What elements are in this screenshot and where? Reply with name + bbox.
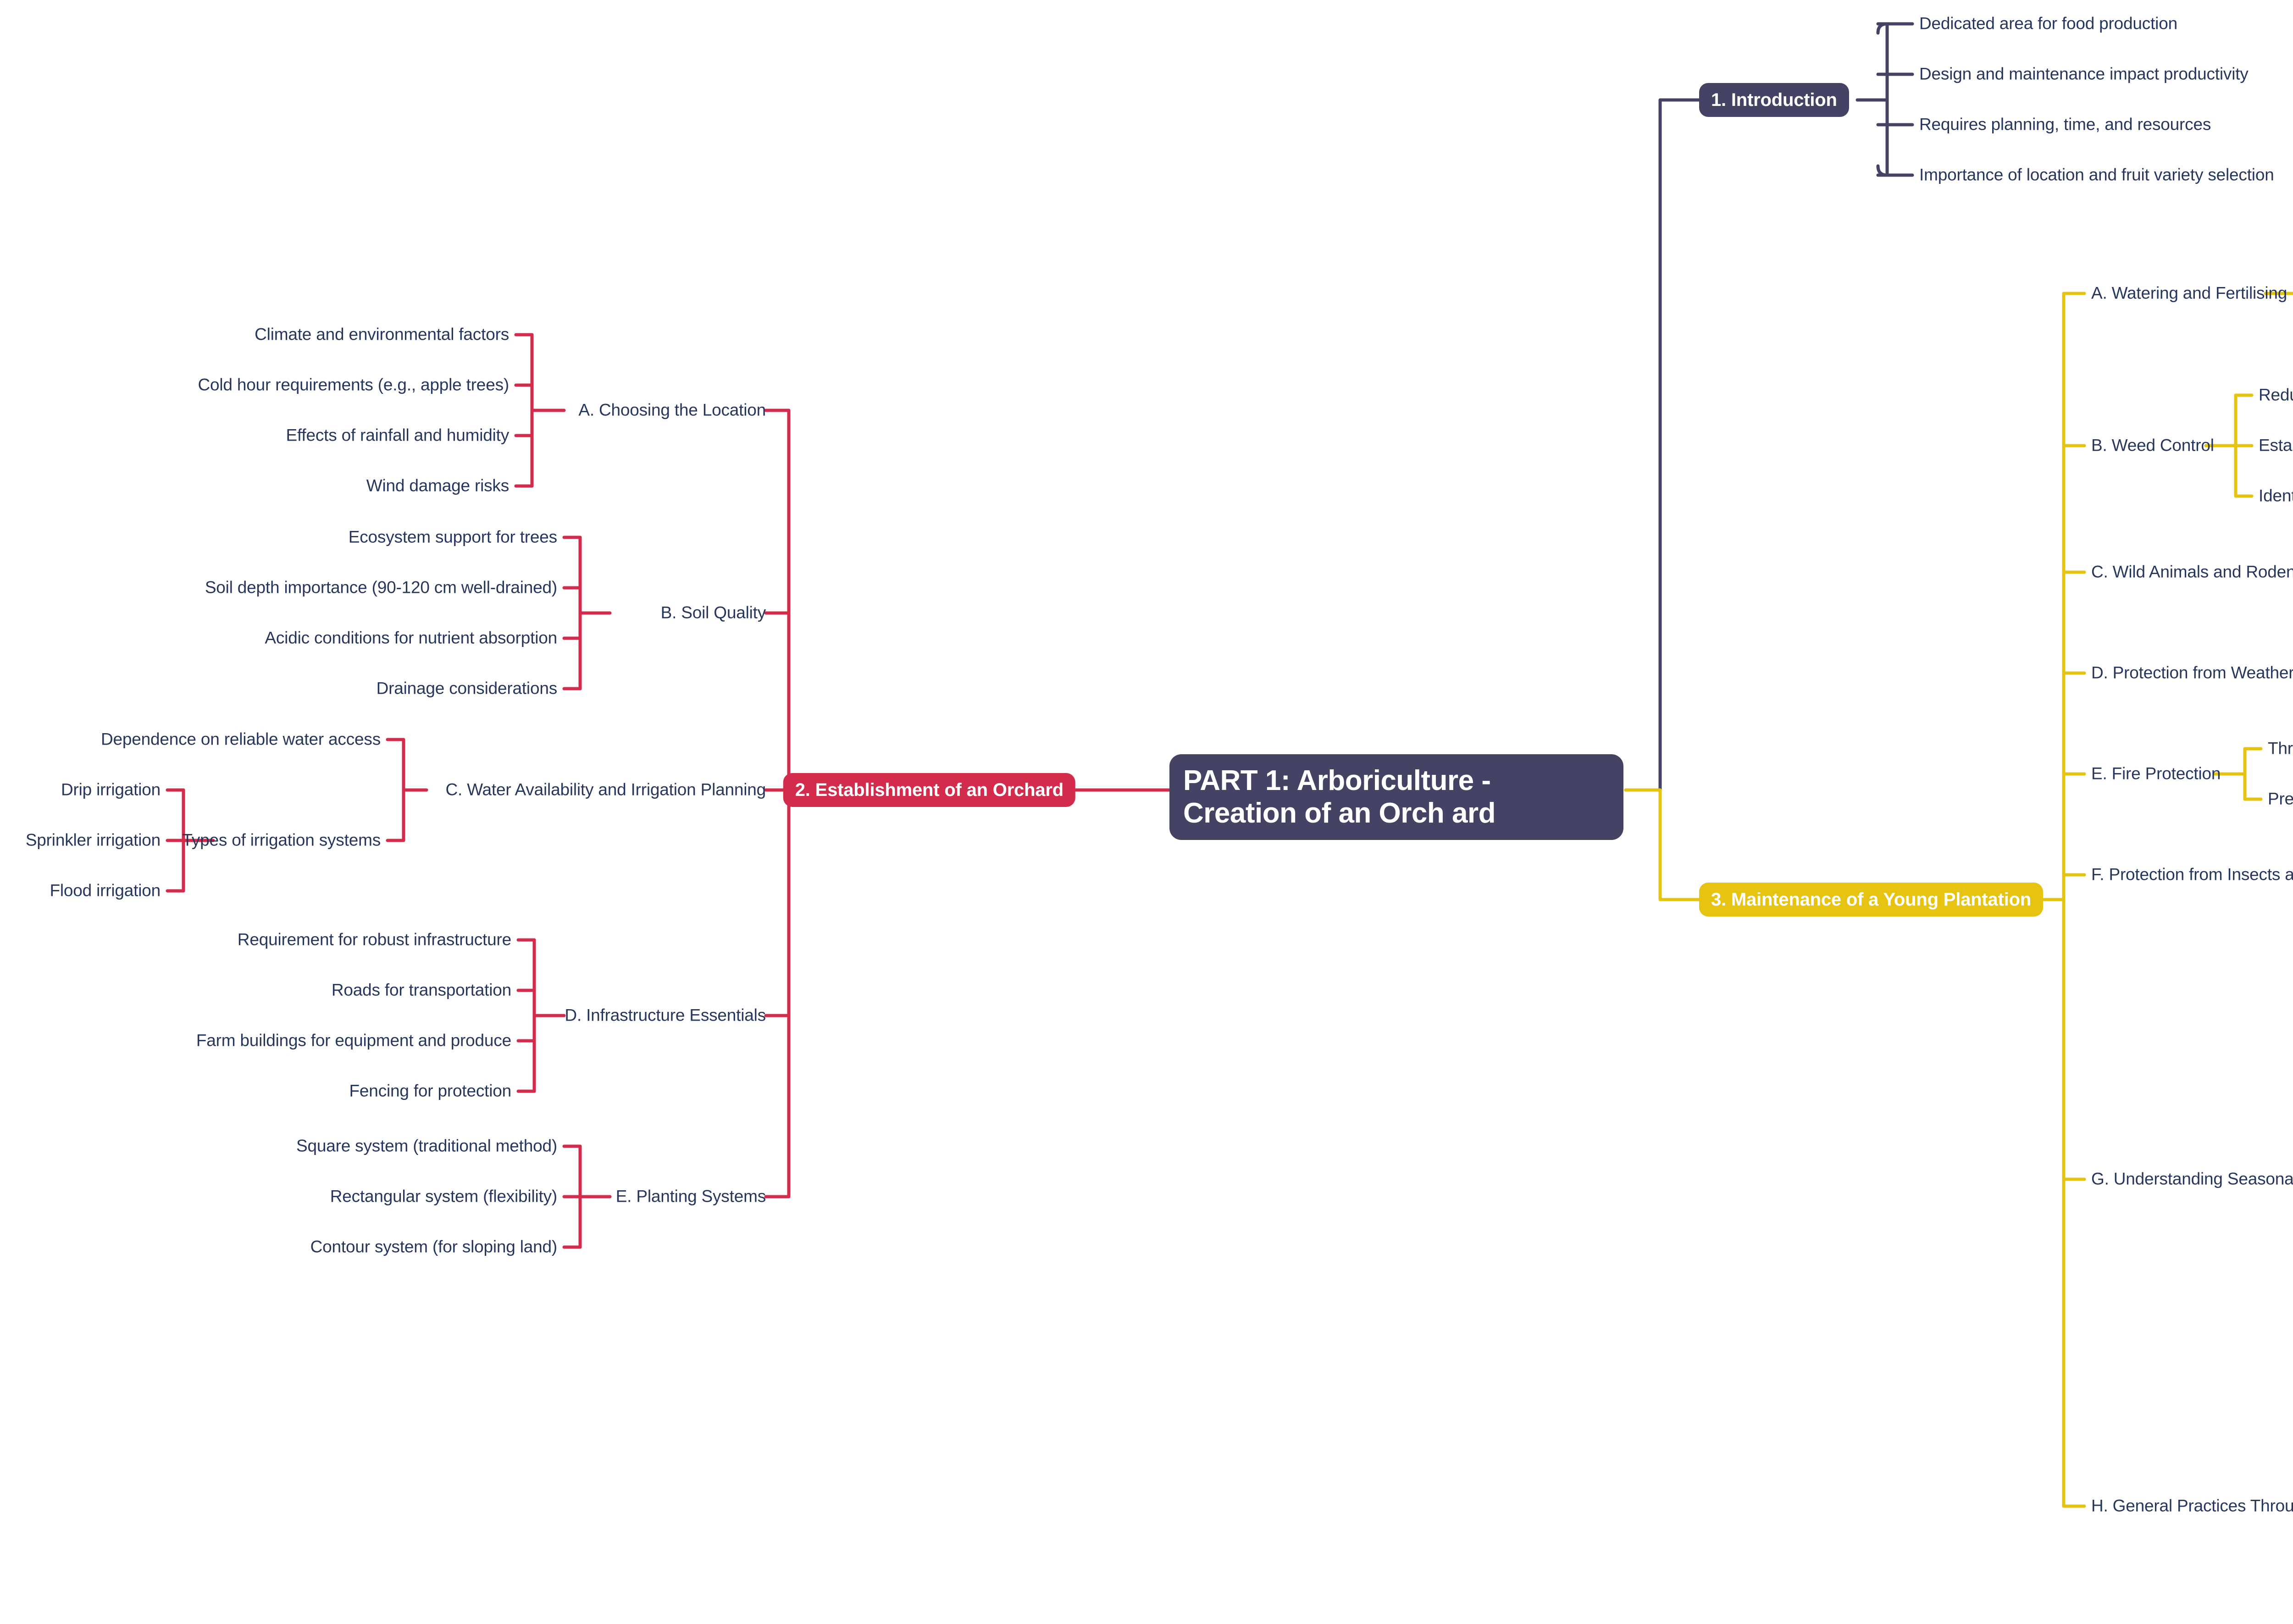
section-c-water-irrigation[interactable]: C. Water Availability and Irrigation Pla… — [445, 780, 766, 799]
me-leaf-1[interactable]: Threats from fires — [2268, 739, 2293, 758]
root-title-line1: PART 1: Arboriculture - Creation of an O… — [1183, 765, 1495, 829]
b-leaf-4[interactable]: Drainage considerations — [376, 679, 558, 698]
section-a-choosing-location[interactable]: A. Choosing the Location — [578, 400, 766, 420]
c-leaf-1[interactable]: Dependence on reliable water access — [100, 729, 381, 749]
b-leaf-3[interactable]: Acidic conditions for nutrient absorptio… — [265, 628, 557, 647]
me-leaf-2[interactable]: Prevention methods (reducing flammable m… — [2268, 789, 2293, 808]
branch-maintenance-label: 3. Maintenance of a Young Plantation — [1711, 889, 2032, 910]
branch-establishment-label: 2. Establishment of an Orchard — [795, 780, 1063, 800]
mb-leaf-2[interactable]: Establishment of weed-free zones — [2259, 436, 2293, 455]
branch-introduction-label: 1. Introduction — [1711, 90, 1837, 110]
a-leaf-4[interactable]: Wind damage risks — [366, 476, 509, 495]
branch-maintenance[interactable]: 3. Maintenance of a Young Plantation — [1699, 883, 2044, 917]
mb-leaf-1[interactable]: Reduction of competition with weeds — [2259, 385, 2293, 404]
m-section-c-wild-animals[interactable]: C. Wild Animals and Rodents — [2091, 562, 2293, 581]
d-leaf-3[interactable]: Farm buildings for equipment and produce — [196, 1031, 511, 1050]
e-leaf-1[interactable]: Square system (traditional method) — [296, 1136, 557, 1155]
b-leaf-1[interactable]: Ecosystem support for trees — [348, 527, 557, 547]
d-leaf-1[interactable]: Requirement for robust infrastructure — [237, 930, 511, 949]
intro-leaf-2[interactable]: Design and maintenance impact productivi… — [1919, 64, 2249, 83]
intro-leaf-4[interactable]: Importance of location and fruit variety… — [1919, 165, 2274, 184]
section-e-planting-systems[interactable]: E. Planting Systems — [615, 1187, 766, 1206]
irrigation-type-drip[interactable]: Drip irrigation — [61, 780, 161, 799]
mb-leaf-3[interactable]: Identification of effective control meth… — [2259, 486, 2293, 505]
m-section-e-fire[interactable]: E. Fire Protection — [2091, 764, 2221, 783]
e-leaf-2[interactable]: Rectangular system (flexibility) — [330, 1187, 558, 1206]
m-section-a-watering[interactable]: A. Watering and Fertilising — [2091, 283, 2287, 303]
e-leaf-3[interactable]: Contour system (for sloping land) — [310, 1237, 558, 1256]
a-leaf-3[interactable]: Effects of rainfall and humidity — [286, 425, 509, 445]
intro-leaf-1[interactable]: Dedicated area for food production — [1919, 14, 2177, 33]
m-section-d-weather[interactable]: D. Protection from Weather Factors — [2091, 663, 2293, 682]
d-leaf-2[interactable]: Roads for transportation — [331, 980, 511, 1000]
section-b-soil-quality[interactable]: B. Soil Quality — [660, 603, 766, 622]
d-leaf-4[interactable]: Fencing for protection — [349, 1081, 512, 1100]
m-section-g-seasonal-cycle[interactable]: G. Understanding Seasonal Life Cycle — [2091, 1169, 2293, 1188]
m-section-h-general-practices[interactable]: H. General Practices Throughout the Year — [2091, 1496, 2293, 1515]
section-d-infrastructure[interactable]: D. Infrastructure Essentials — [565, 1005, 766, 1025]
irrigation-type-flood[interactable]: Flood irrigation — [50, 881, 161, 900]
branch-introduction[interactable]: 1. Introduction — [1699, 83, 1849, 117]
intro-leaf-3[interactable]: Requires planning, time, and resources — [1919, 115, 2211, 134]
m-section-f-insects-fungi[interactable]: F. Protection from Insects and Fungi — [2091, 865, 2293, 884]
c-leaf-2-types-of-irrigation[interactable]: Types of irrigation systems — [182, 830, 381, 850]
branch-establishment[interactable]: 2. Establishment of an Orchard — [783, 773, 1075, 807]
root-node[interactable]: PART 1: Arboriculture - Creation of an O… — [1169, 754, 1623, 840]
b-leaf-2[interactable]: Soil depth importance (90-120 cm well-dr… — [205, 578, 557, 597]
a-leaf-2[interactable]: Cold hour requirements (e.g., apple tree… — [198, 375, 509, 394]
m-section-b-weed-control[interactable]: B. Weed Control — [2091, 436, 2214, 455]
irrigation-type-sprinkler[interactable]: Sprinkler irrigation — [25, 830, 161, 850]
a-leaf-1[interactable]: Climate and environmental factors — [255, 325, 509, 344]
